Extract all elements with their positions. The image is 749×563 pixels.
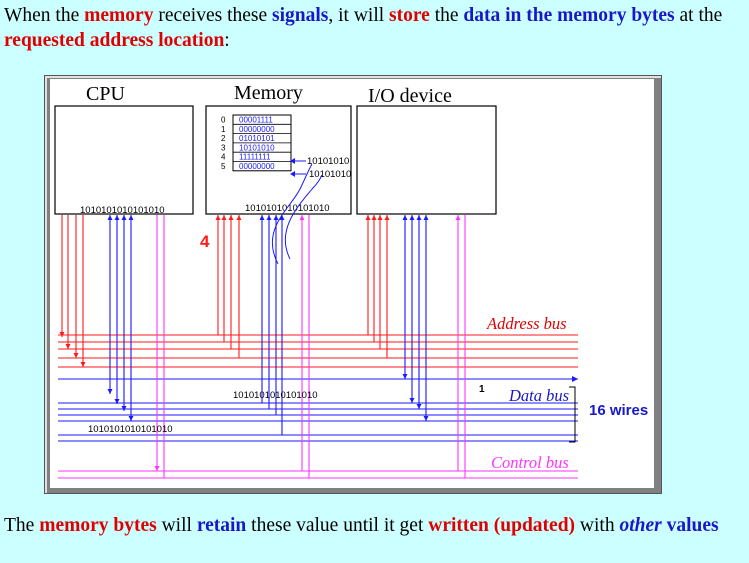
data-bus-bracket [569,386,576,443]
data-bus-end-arrow [572,376,578,382]
top-text-segment: requested address location [4,30,225,51]
memory-address: 0 [221,116,226,125]
cpu-data-wire-head [114,399,120,404]
bottom-text-segment: with [575,515,620,536]
data-bus-marker: 1 [479,384,485,395]
bus-diagram: CPU Memory I/O device 1010101010101010 1… [54,82,578,479]
memory-address-wire-head [215,215,221,220]
conclusion-text: The memory bytes will retain these value… [4,513,744,538]
memory-address: 3 [221,143,226,152]
memory-data-wire-head [273,215,279,220]
bottom-text-segment: written (updated) [428,515,576,536]
cpu-address-wire-head [73,353,79,358]
buses [58,215,578,479]
bottom-text-segment: memory bytes [39,515,157,536]
incoming-arrow-1-head [290,158,295,164]
cpu-address-wire-head [65,344,71,349]
cpu-data-wire-head [107,389,113,394]
memory-address: 5 [221,162,226,171]
top-text-segment: , it will [328,5,390,26]
top-text-segment: the [429,5,464,26]
io-data-wire-head [402,215,408,220]
io-address-wire-head [377,215,383,220]
incoming-byte-1: 10101010 [307,156,349,167]
memory-address-wire-head [236,215,242,220]
io-device-box [356,105,497,215]
top-text-segment: signals [272,5,329,26]
top-text-segment: receives these [153,5,273,26]
cpu-control-wire-head [154,466,160,471]
control-bus-label: Control bus [491,453,569,472]
intro-text: When the memory receives these signals, … [4,3,749,53]
cpu-data-wire-head [128,416,134,421]
memory-cell-value: 10101010 [239,143,275,152]
data-flow-curve-1 [271,163,313,265]
cpu-data-value: 1010101010101010 [88,424,173,435]
data-flow-curve-2 [284,174,323,260]
io-data-wire-head [409,398,415,403]
top-text-segment: : [224,30,230,51]
io-data-wire-head [402,374,408,379]
bottom-text-segment: will [156,515,197,536]
memory-data-wire-head [266,215,272,220]
data-bus-width-label: 16 wires [589,402,649,419]
cpu-data-wire-head [128,215,134,220]
top-text-segment: at the [674,5,723,26]
memory-data-wire-head [279,215,285,220]
memory-cell-value: 01010101 [239,134,275,143]
memory-control-wire-head [299,215,305,220]
top-text-segment: store [389,5,430,26]
io-data-wire-head [416,404,422,409]
io-device-label: I/O device [368,85,452,107]
top-text-segment: data in the memory bytes [463,5,675,26]
memory-cell-value: 00001111 [239,116,273,125]
cpu-label: CPU [86,83,125,105]
memory-data-wire-head [259,215,265,220]
cpu-register-value: 1010101010101010 [80,205,165,216]
top-text-segment: When the [4,5,85,26]
top-text-segment: memory [84,5,154,26]
bottom-text-segment: other [619,515,662,536]
io-address-wire-head [384,215,390,220]
memory-address: 1 [221,125,226,134]
cpu-box [54,105,194,215]
incoming-arrow-2-head [290,171,295,177]
memory-cells: 0 00001111 1 00000000 2 01010101 3 10101010 4 111… [221,114,292,172]
data-bus-value: 1010101010101010 [233,390,318,401]
memory-cell-value: 11111111 [239,153,271,162]
bottom-text-segment: The [4,515,40,536]
cpu-address-wire-head [59,332,65,337]
bottom-text-segment: retain [196,515,247,536]
cpu-data-wire-head [114,215,120,220]
io-address-wire-head [371,215,377,220]
io-data-wire-head [423,416,429,421]
memory-cell-value: 00000000 [239,125,275,134]
memory-address: 2 [221,134,226,143]
cpu-address-wire-head [80,362,86,367]
io-data-wire-head [409,215,415,220]
address-value: 4 [200,232,210,251]
cpu-data-wire-head [121,215,127,220]
memory-cell-value: 00000000 [239,162,275,171]
io-control-wire-head [455,215,461,220]
io-data-wire-head [416,215,422,220]
cpu-data-wire-head [107,215,113,220]
memory-address-wire-head [221,215,227,220]
incoming-byte-2: 10101010 [309,169,351,180]
memory-address: 4 [221,153,226,162]
cpu-data-wire-head [121,406,127,411]
io-data-wire-head [423,215,429,220]
data-bus-label: Data bus [508,386,569,405]
diagram-canvas: CPU Memory I/O device 1010101010101010 1… [50,79,654,488]
memory-address-wire-head [228,215,234,220]
bottom-text-segment: values [661,515,719,536]
memory-label: Memory [234,82,303,104]
io-address-wire-head [365,215,371,220]
bottom-text-segment: these value until it get [246,515,429,536]
address-bus-label: Address bus [486,314,567,333]
